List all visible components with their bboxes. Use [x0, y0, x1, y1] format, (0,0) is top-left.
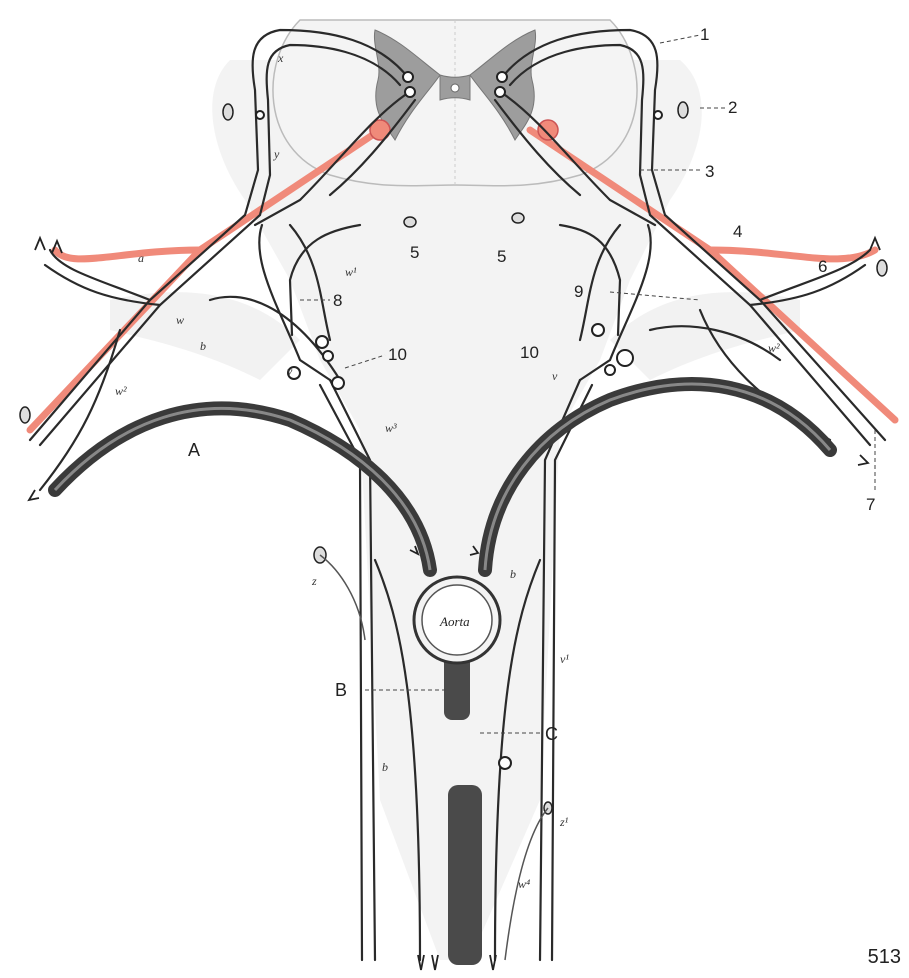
label-v-left: v	[287, 364, 293, 378]
label-10-left: 10	[388, 345, 407, 364]
label-x: x	[277, 51, 284, 65]
label-w3: w³	[385, 421, 397, 435]
lower-vessel	[448, 785, 482, 965]
label-10-right: 10	[520, 343, 539, 362]
label-6: 6	[818, 257, 827, 276]
label-a: a	[138, 251, 144, 265]
label-A: A	[188, 440, 200, 460]
label-v1: v¹	[560, 652, 569, 666]
aorta-label: Aorta	[439, 614, 470, 629]
label-v-right: v	[552, 369, 558, 383]
label-B: B	[335, 680, 347, 700]
label-5-left: 5	[410, 243, 419, 262]
label-4: 4	[733, 222, 742, 241]
label-9: 9	[574, 282, 583, 301]
label-1: 1	[700, 25, 709, 44]
page-number: 513	[868, 946, 901, 969]
label-y: y	[273, 147, 280, 161]
label-C: C	[545, 724, 558, 744]
label-b-lower: b	[382, 760, 388, 774]
label-w2-left: w²	[115, 384, 127, 398]
label-w: w	[176, 313, 184, 327]
label-w1: w¹	[345, 265, 357, 279]
label-2: 2	[728, 98, 737, 117]
label-z: z	[311, 574, 317, 588]
label-7: 7	[866, 495, 875, 514]
label-3: 3	[705, 162, 714, 181]
label-5-right: 5	[497, 247, 506, 266]
label-z1: z¹	[559, 815, 569, 829]
label-w4: w⁴	[518, 877, 530, 891]
label-b-right: b	[510, 567, 516, 581]
label-8: 8	[333, 291, 342, 310]
label-w2-right: w²	[768, 341, 780, 355]
label-b-upper: b	[200, 339, 206, 353]
